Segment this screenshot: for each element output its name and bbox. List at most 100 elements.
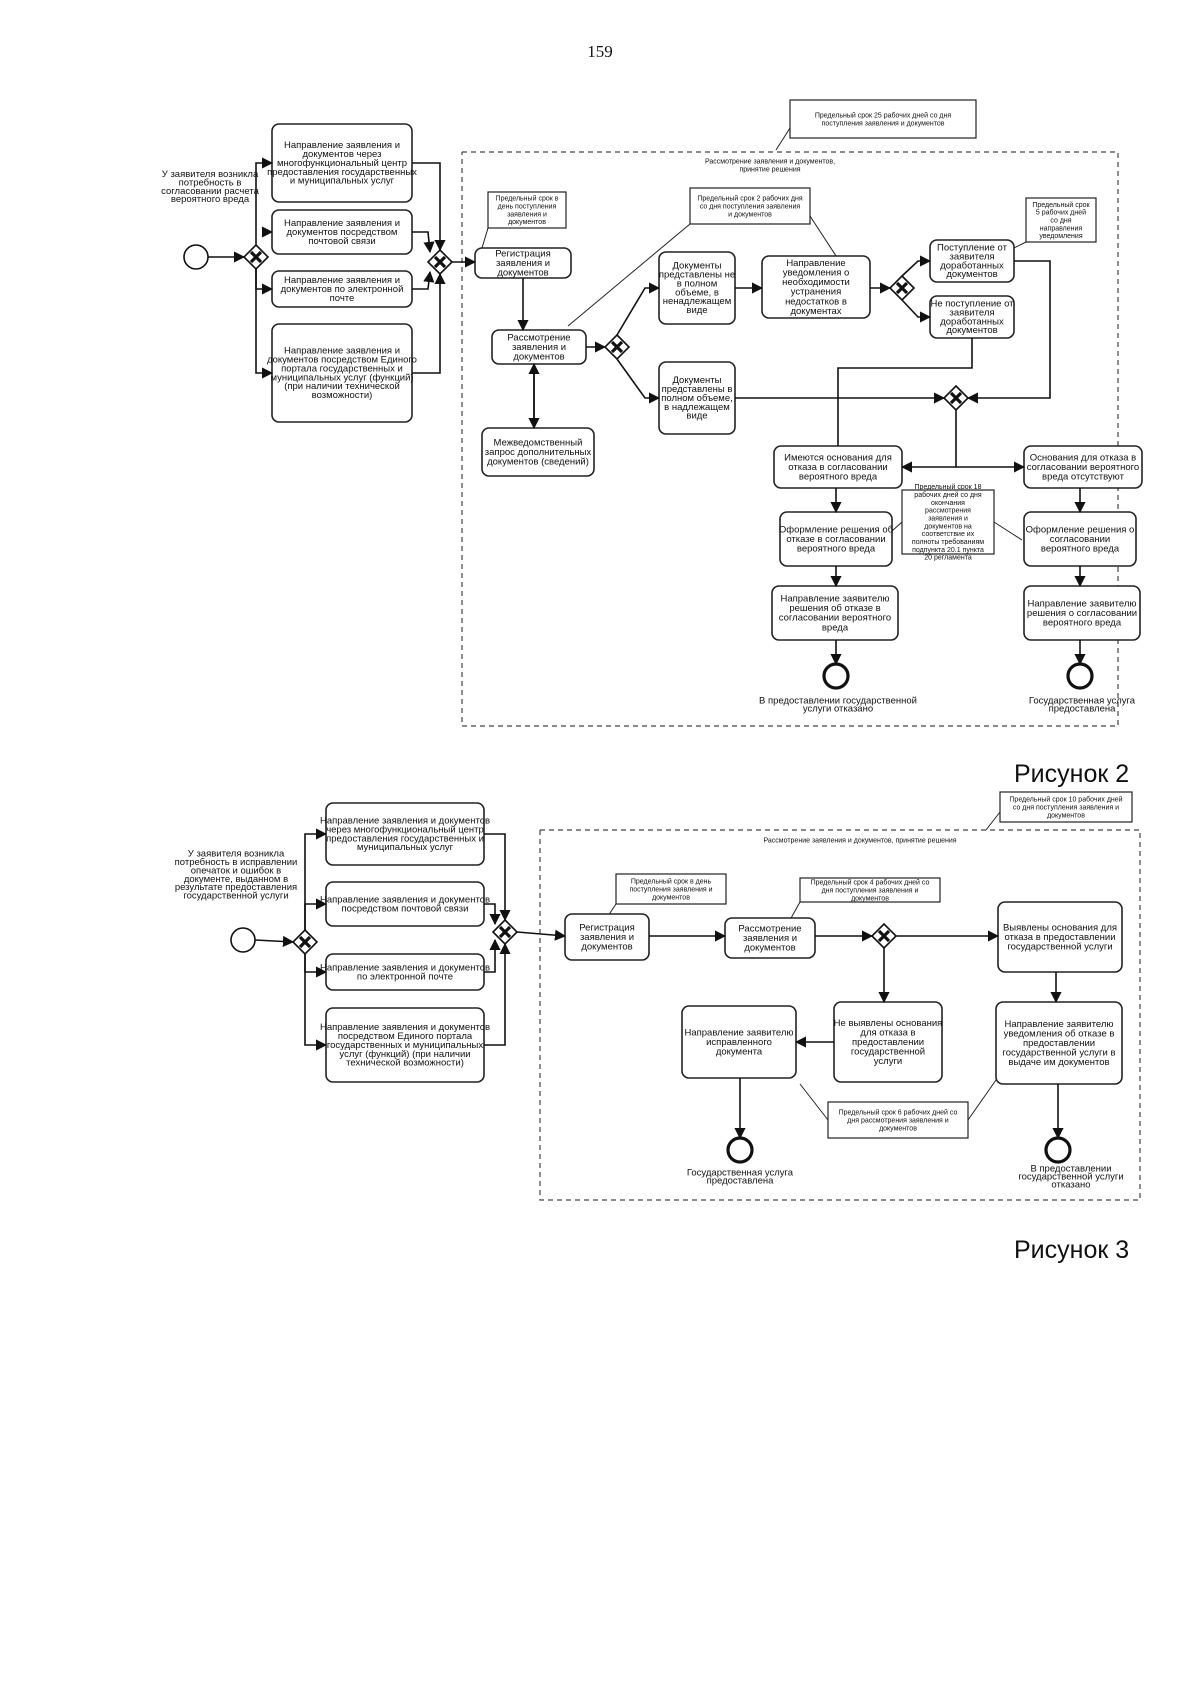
flow-decision-refusal xyxy=(900,410,957,473)
flow-to-post xyxy=(304,898,328,930)
note-total-term xyxy=(999,791,1133,823)
decision-gateway-x-mark-2 xyxy=(877,929,891,943)
note-registration-connector xyxy=(481,227,489,249)
flow-merge-registration xyxy=(516,929,567,941)
flow-post-merge xyxy=(484,903,501,926)
completeness-gateway-x-mark-2 xyxy=(610,340,624,354)
note-review-connector xyxy=(789,901,801,921)
pool-frame xyxy=(539,829,1141,1201)
note-registration-term xyxy=(615,873,727,905)
flow-to-incomplete xyxy=(616,282,661,336)
note-notify-term xyxy=(1025,197,1097,243)
merge-gateway-x-mark-2 xyxy=(433,255,447,269)
flow-email-merge xyxy=(484,938,501,973)
note-final-term xyxy=(827,1101,969,1139)
flow-to-mfc xyxy=(255,157,274,245)
end-event-refused xyxy=(1044,1136,1072,1164)
figure-3-caption: Рисунок 3 xyxy=(1014,1236,1130,1264)
merge-gateway-x-mark-2 xyxy=(498,925,512,939)
start-event xyxy=(183,244,209,270)
flow-to-complete xyxy=(616,358,661,404)
flow-received-decision xyxy=(966,260,1051,404)
flow-to-portal xyxy=(255,269,274,379)
note-decision-term xyxy=(901,489,995,555)
note-total-term-connector xyxy=(985,811,1001,831)
note-review-term xyxy=(689,187,811,225)
figure-2-caption: Рисунок 2 xyxy=(1014,760,1130,788)
page-number: 159 xyxy=(587,42,613,61)
end-event-provided xyxy=(726,1136,754,1164)
flow-mfc-merge xyxy=(484,833,511,922)
note-final-connector xyxy=(799,1083,829,1121)
flow-email-merge xyxy=(412,270,435,290)
pool-label: Рассмотрение заявления и документов,прин… xyxy=(705,159,835,174)
flow-portal-merge xyxy=(484,942,511,1046)
flow-to-not-received xyxy=(901,299,932,323)
fix-gateway-x-mark-2 xyxy=(895,281,909,295)
note-review-term xyxy=(799,877,941,903)
note-total-term-connector xyxy=(775,127,791,151)
start-event xyxy=(230,927,256,953)
note-review-connector xyxy=(567,223,691,327)
flow-to-received xyxy=(901,255,932,277)
note-review-connector-2 xyxy=(809,215,841,263)
split-gateway-x-mark-2 xyxy=(298,935,312,949)
flow-mfc-merge xyxy=(412,162,446,252)
pool-label: Рассмотрение заявления и документов, при… xyxy=(763,837,956,844)
note-final-connector-2 xyxy=(967,1079,997,1121)
flow-to-email xyxy=(255,269,274,295)
flow-portal-merge xyxy=(412,272,446,374)
end-event-provided xyxy=(1066,662,1094,690)
split-gateway-x-mark-2 xyxy=(249,250,263,264)
note-total-term xyxy=(789,99,977,139)
note-registration-term xyxy=(487,191,567,229)
flow-start-to-split xyxy=(254,935,295,948)
decision-gateway-x-mark-2 xyxy=(949,391,963,405)
flow-to-portal xyxy=(304,954,328,1051)
